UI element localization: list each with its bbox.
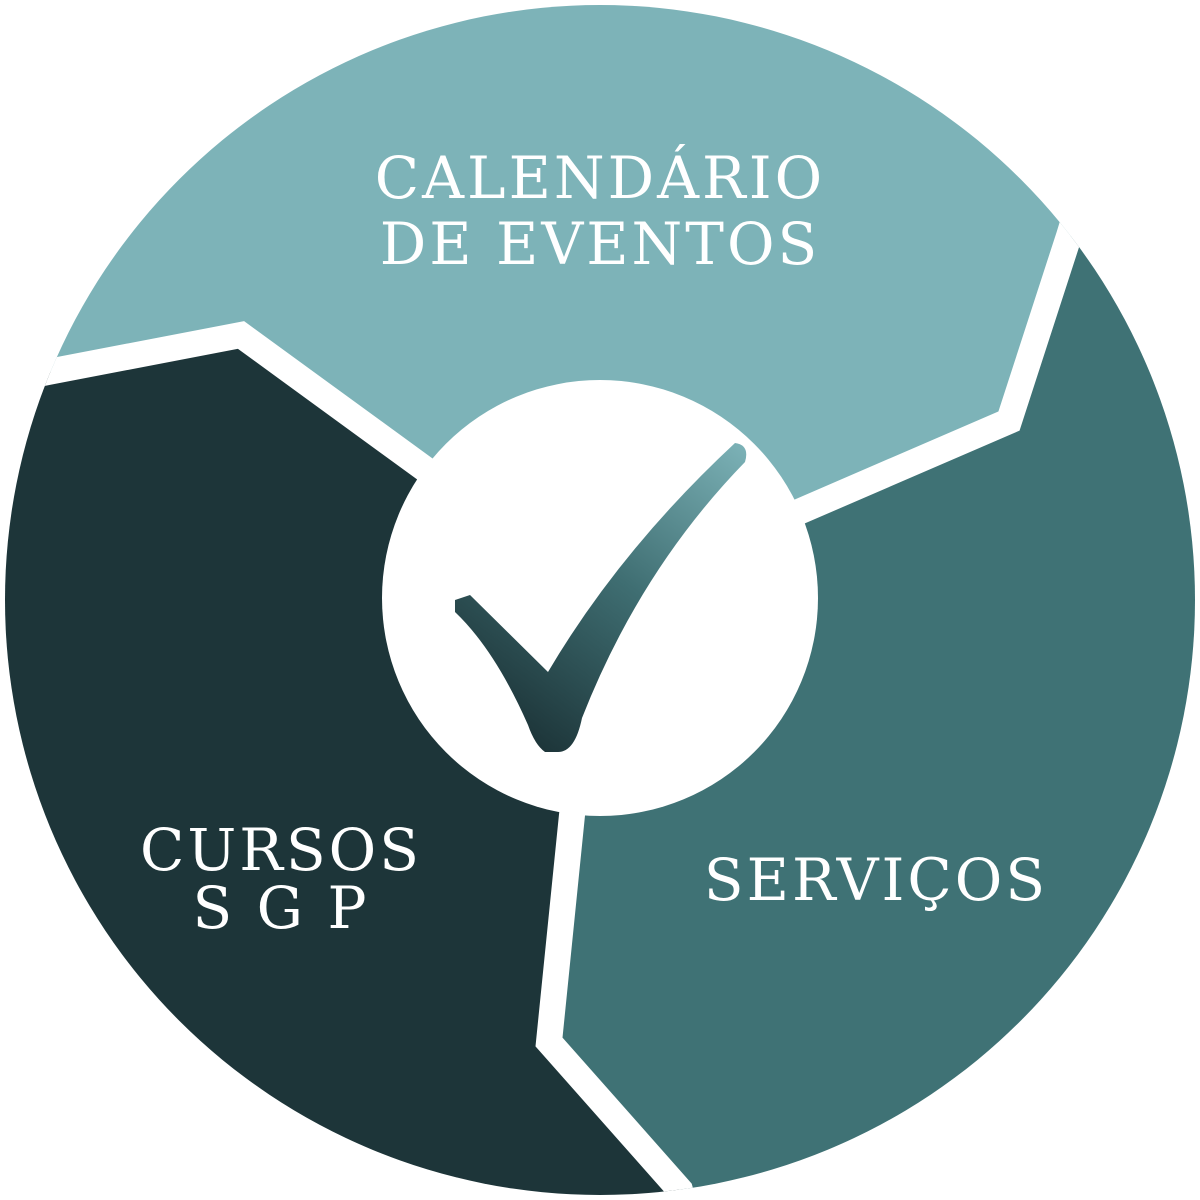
- checkmark-icon: [455, 443, 747, 752]
- label-calendario-line1: CALENDÁRIO: [375, 144, 825, 212]
- label-servicos: SERVIÇOS: [704, 846, 1048, 914]
- label-cursos-line2: S G P: [193, 874, 370, 942]
- segment-calendario[interactable]: [0, 0, 1200, 600]
- label-calendario-line2: DE EVENTOS: [380, 210, 821, 278]
- divider-top-left: [5, 321, 448, 491]
- label-cursos-line1: CURSOS: [140, 816, 422, 884]
